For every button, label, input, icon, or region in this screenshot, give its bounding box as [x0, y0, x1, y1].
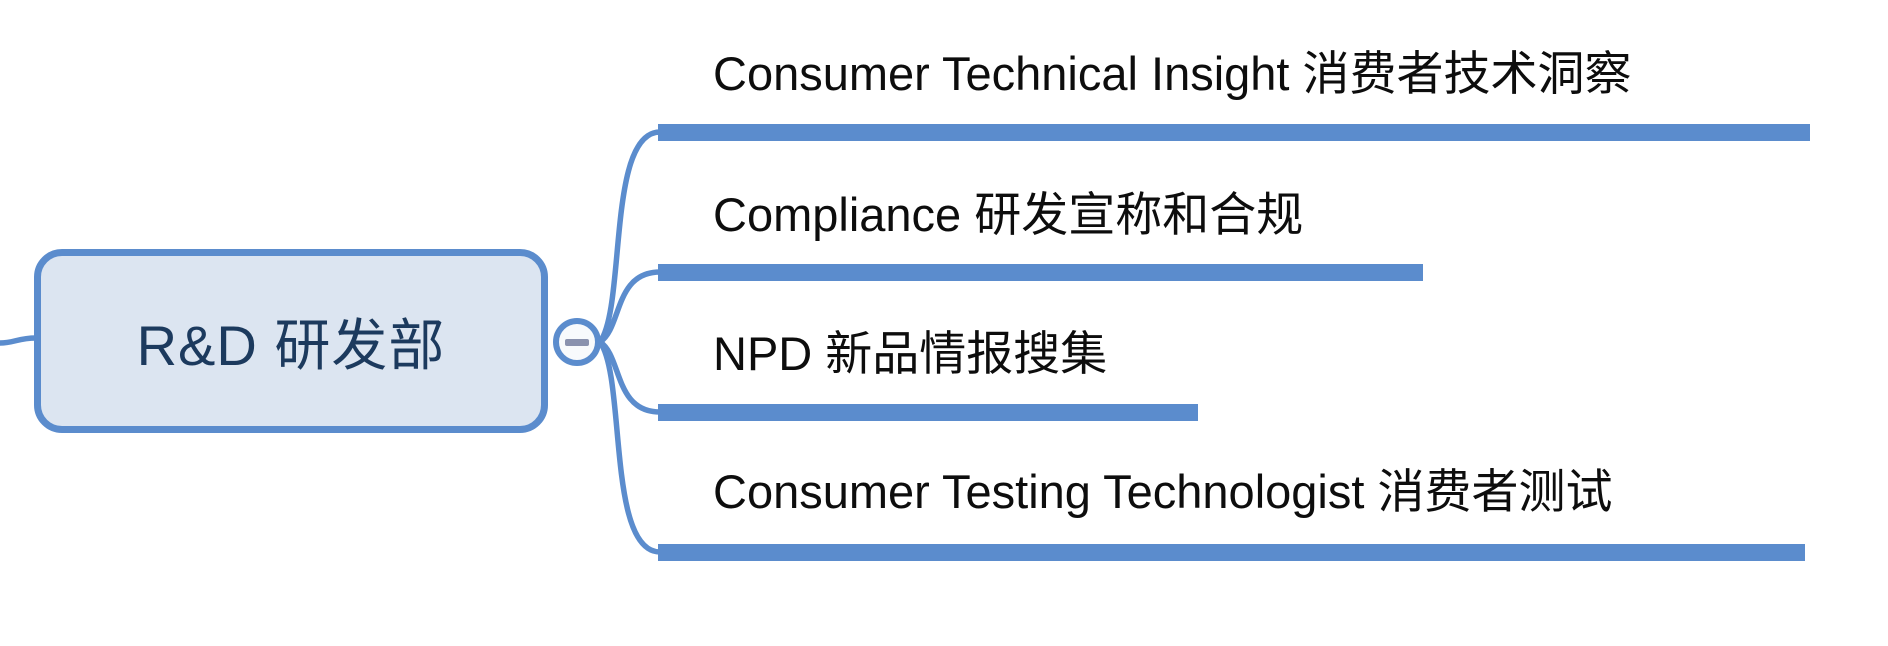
branch-topic-4[interactable]: Consumer Testing Technologist 消费者测试 — [713, 465, 1613, 518]
branch-curve-1 — [597, 129, 661, 344]
branch-topic-3[interactable]: NPD 新品情报搜集 — [713, 327, 1108, 380]
root-topic-label: R&D 研发部 — [136, 313, 446, 377]
root-topic-node[interactable]: R&D 研发部 — [34, 249, 548, 433]
branch-curve-2 — [598, 269, 661, 345]
branch-underline-4[interactable] — [658, 544, 1805, 561]
branch-underline-1[interactable] — [658, 124, 1810, 141]
parent-connector-line — [0, 335, 37, 346]
branch-underline-3[interactable] — [658, 404, 1198, 421]
branch-underline-2[interactable] — [658, 264, 1423, 281]
collapse-button[interactable] — [553, 318, 601, 366]
minus-icon — [565, 338, 589, 346]
branch-topic-2[interactable]: Compliance 研发宣称和合规 — [713, 188, 1304, 241]
branch-topic-1[interactable]: Consumer Technical Insight 消费者技术洞察 — [713, 47, 1632, 100]
branch-curve-4 — [597, 340, 661, 555]
